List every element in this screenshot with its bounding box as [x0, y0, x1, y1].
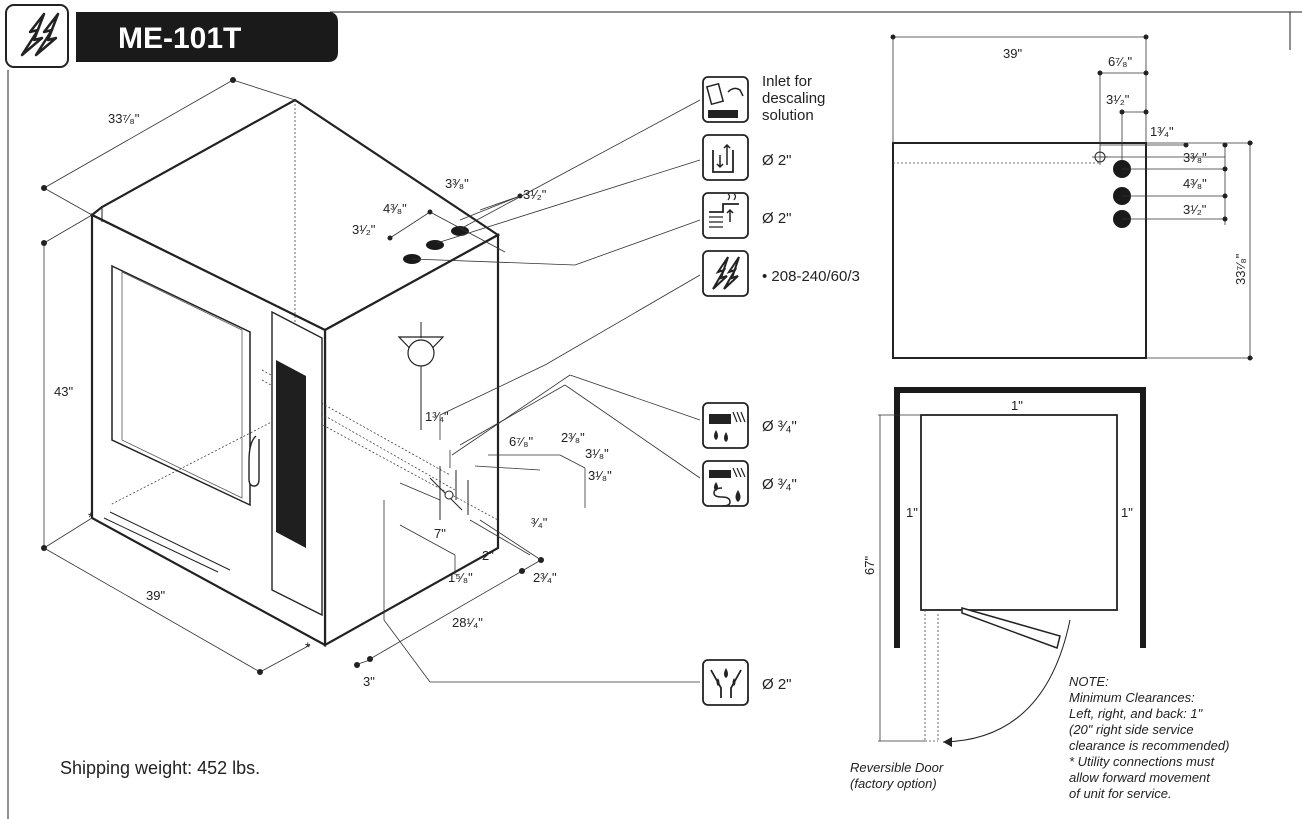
svg-text:33⁷⁄₈": 33⁷⁄₈": [108, 111, 140, 126]
svg-text:Ø 2": Ø 2": [762, 152, 792, 169]
svg-text:Left, right, and back: 1": Left, right, and back: 1": [1069, 706, 1204, 721]
svg-text:7": 7": [434, 526, 446, 541]
svg-text:* Utility connections must: * Utility connections must: [1069, 754, 1216, 769]
svg-text:6⁷⁄₈": 6⁷⁄₈": [1108, 54, 1132, 69]
svg-text:3¹⁄₂": 3¹⁄₂": [352, 222, 376, 237]
clearance-note: NOTE: Minimum Clearances: Left, right, a…: [1069, 674, 1229, 801]
lightning-bolt-icon: [20, 12, 60, 57]
page-frame: [7, 11, 1302, 819]
svg-text:solution: solution: [762, 107, 814, 124]
svg-text:1": 1": [1011, 398, 1023, 413]
legend-softened-water: Ø ³⁄₄": [702, 460, 797, 507]
svg-text:28¹⁄₄": 28¹⁄₄": [452, 615, 483, 630]
svg-text:2³⁄₄": 2³⁄₄": [533, 570, 557, 585]
leader-lines: [383, 99, 701, 683]
shipping-weight: Shipping weight: 452 lbs.: [60, 758, 260, 778]
svg-text:Ø ³⁄₄": Ø ³⁄₄": [762, 418, 797, 435]
svg-text:clearance is recommended): clearance is recommended): [1069, 738, 1229, 753]
steam-vent-icon: [712, 143, 734, 173]
svg-text:Ø 2": Ø 2": [762, 676, 792, 693]
legend-steam-vent: Ø 2": [702, 134, 792, 181]
svg-text:33⁷⁄₈": 33⁷⁄₈": [1233, 253, 1248, 285]
legend-drain: Ø 2": [702, 659, 792, 706]
logo-badge: [5, 4, 69, 68]
svg-text:3³⁄₈": 3³⁄₈": [445, 176, 469, 191]
svg-text:6⁷⁄₈": 6⁷⁄₈": [509, 434, 533, 449]
water-inlet-icon: [709, 411, 746, 442]
svg-text:Ø ³⁄₄": Ø ³⁄₄": [762, 476, 797, 493]
legend-electrical: • 208-240/60/3: [702, 250, 860, 297]
svg-text:1³⁄₄": 1³⁄₄": [1150, 124, 1174, 139]
svg-text:2": 2": [482, 548, 494, 563]
svg-text:(factory option): (factory option): [850, 776, 937, 791]
softened-water-icon: [709, 467, 746, 507]
iso-dimension-labels: 33⁷⁄₈" 43" 39" 3" 3³⁄₈" 4³⁄₈" 3¹⁄₂" 3¹⁄₂…: [54, 111, 612, 689]
svg-text:43": 43": [54, 384, 73, 399]
electrical-icon: [712, 256, 740, 290]
svg-text:1⁵⁄₈": 1⁵⁄₈": [448, 570, 473, 585]
exhaust-icon: [709, 193, 739, 228]
svg-text:2³⁄₈": 2³⁄₈": [561, 430, 585, 445]
svg-text:• 208-240/60/3: • 208-240/60/3: [762, 268, 860, 285]
clearance-view: 1" 1" 1" 67": [862, 387, 1146, 747]
svg-text:of unit for service.: of unit for service.: [1069, 786, 1172, 801]
isometric-oven: [89, 98, 501, 647]
door-note: Reversible Door (factory option): [850, 760, 944, 791]
svg-text:3¹⁄₈": 3¹⁄₈": [585, 446, 609, 461]
svg-text:3³⁄₈": 3³⁄₈": [1183, 150, 1207, 165]
top-view: 39" 6⁷⁄₈" 3¹⁄₂" 1³⁄₄" 3³⁄₈" 4³⁄₈" 3¹⁄₂" …: [890, 34, 1253, 361]
svg-text:Ø 2": Ø 2": [762, 210, 792, 227]
descaling-inlet-icon: [705, 82, 744, 118]
svg-text:descaling: descaling: [762, 90, 825, 107]
svg-text:NOTE:: NOTE:: [1069, 674, 1109, 689]
legend-descaling-inlet: Inlet for descaling solution: [702, 73, 825, 124]
legend-water-inlet: Ø ³⁄₄": [702, 402, 797, 449]
svg-text:Minimum Clearances:: Minimum Clearances:: [1069, 690, 1195, 705]
legend-exhaust: Ø 2": [702, 192, 792, 239]
svg-text:1³⁄₄": 1³⁄₄": [425, 409, 449, 424]
svg-text:(20" right side service: (20" right side service: [1069, 722, 1194, 737]
svg-text:3¹⁄₂": 3¹⁄₂": [523, 187, 547, 202]
svg-text:4³⁄₈": 4³⁄₈": [383, 201, 407, 216]
svg-text:67": 67": [862, 556, 877, 575]
svg-text:3¹⁄₂": 3¹⁄₂": [1183, 202, 1207, 217]
svg-text:39": 39": [1003, 46, 1022, 61]
svg-text:*: *: [88, 509, 94, 525]
svg-text:3¹⁄₂": 3¹⁄₂": [1106, 92, 1130, 107]
model-title: ME-101T: [118, 22, 241, 55]
svg-text:Inlet for: Inlet for: [762, 73, 812, 90]
connection-legend: Inlet for descaling solution Ø 2" Ø 2": [702, 73, 860, 706]
svg-text:³⁄₄": ³⁄₄": [531, 515, 548, 530]
model-title-banner: ME-101T: [76, 12, 338, 62]
iso-dimension-lines: * *: [41, 77, 586, 675]
svg-text:39": 39": [146, 588, 165, 603]
svg-text:allow forward movement: allow forward movement: [1069, 770, 1211, 785]
svg-text:3¹⁄₈": 3¹⁄₈": [588, 468, 612, 483]
svg-text:4³⁄₈": 4³⁄₈": [1183, 176, 1207, 191]
svg-text:3": 3": [363, 674, 375, 689]
svg-text:Reversible Door: Reversible Door: [850, 760, 944, 775]
svg-text:1": 1": [1121, 505, 1133, 520]
svg-text:*: *: [305, 639, 311, 655]
drain-icon: [710, 668, 742, 698]
svg-text:1": 1": [906, 505, 918, 520]
